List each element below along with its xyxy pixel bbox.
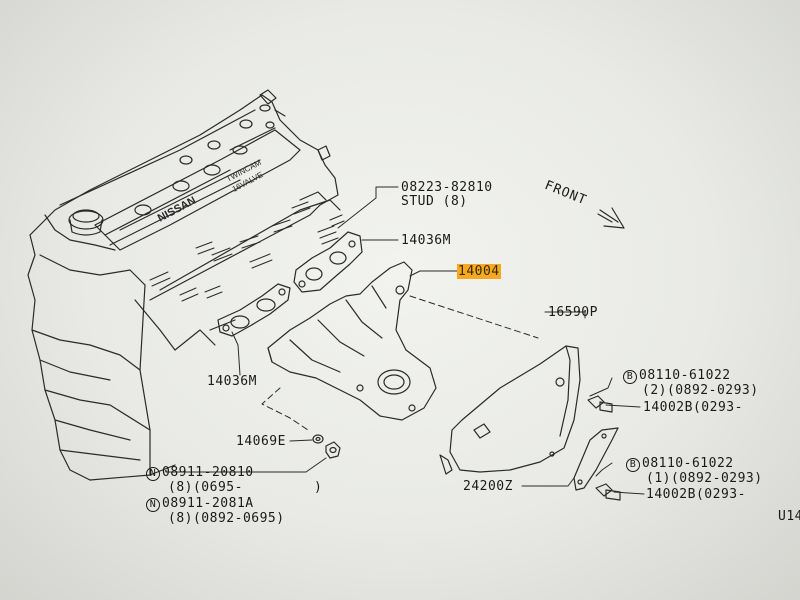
bolt2-range: (1)(0892-0293) — [646, 471, 763, 486]
heat-shield-label: 16590P — [548, 305, 598, 320]
upper-gasket-label: 14036M — [401, 233, 451, 248]
lower-gasket-label: 14036M — [207, 374, 257, 389]
bolt1-reference: 14002B(0293- — [643, 400, 743, 415]
bolt1-part-text: 08110-61022 — [639, 368, 731, 383]
heat-shield — [439, 345, 581, 475]
page-code: U14 — [778, 509, 800, 524]
stud-part-number: 08223-82810 — [401, 180, 493, 195]
nut-range: (8)(0695- — [168, 480, 243, 495]
dashed-guides — [261, 295, 539, 431]
b-marker: B — [623, 370, 637, 384]
upper-gasket — [293, 231, 363, 293]
leader-lines — [165, 186, 645, 495]
manifold-highlight: 14004 — [457, 264, 501, 279]
nut — [325, 441, 341, 459]
bolt1-range: (2)(0892-0293) — [642, 383, 759, 398]
engine-brand-text: NISSAN — [156, 195, 198, 225]
lower-gasket — [217, 283, 291, 337]
front-arrow-icon — [597, 207, 625, 229]
bracket-label: 24200Z — [463, 479, 513, 494]
b-marker-2: B — [626, 458, 640, 472]
nut-range-close: ) — [314, 480, 323, 495]
exhaust-manifold — [267, 261, 437, 421]
washer-label: 14069E — [236, 434, 286, 449]
bracket — [573, 427, 619, 491]
n-marker: N — [146, 467, 160, 481]
bolt2-reference: 14002B(0293- — [646, 487, 746, 502]
bolt-lower — [595, 483, 621, 501]
bolt-upper — [587, 395, 613, 413]
stud-group — [317, 214, 345, 245]
stud-description: STUD (8) — [401, 194, 468, 209]
n-marker-2: N — [146, 498, 160, 512]
engine-block — [27, 89, 341, 481]
washer — [312, 434, 324, 444]
nut2-range: (8)(0892-0695) — [168, 511, 285, 526]
nut-part-text: 08911-20810 — [162, 465, 254, 480]
nut2-part-text: 08911-2081A — [162, 496, 254, 511]
bolt2-part-text: 08110-61022 — [642, 456, 734, 471]
manifold-label: 14004 — [457, 264, 501, 279]
